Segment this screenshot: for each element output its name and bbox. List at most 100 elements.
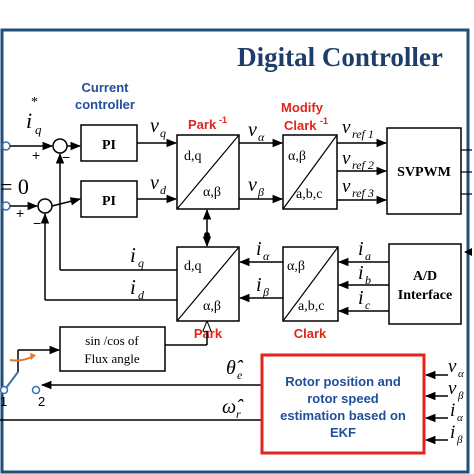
theta-estimate-signal: θ̂ e [226,357,244,382]
id-feedback-signal: i d [130,275,145,302]
svg-text:d: d [160,183,167,197]
svg-text:ω̂: ω̂ [222,396,244,418]
svpwm-block [386,127,462,215]
svg-text:β: β [457,390,464,402]
ad-label-2: Interface [398,288,452,303]
ib-signal: i b [358,262,371,287]
summing-junction-d [37,198,53,214]
svg-text:α: α [258,130,265,144]
pi-d-label: PI [102,194,116,209]
svg-text:i: i [130,275,136,299]
svg-text:q: q [160,126,166,140]
svg-text:q: q [138,256,144,270]
svg-text:β: β [456,434,463,446]
svg-text:v: v [342,117,351,138]
clark-ab: α,β [287,259,305,274]
clark-inv-ab: α,β [288,149,306,164]
ic-signal: i c [358,287,371,312]
switch-label-2: 2 [38,394,45,409]
svg-text:i: i [450,422,455,443]
sincos-label-1: sin /cos of [85,333,139,348]
svg-text:v: v [248,174,257,196]
svg-text:q: q [35,122,42,137]
iq-ref-signal: i * q [26,95,42,137]
ekf-vbeta-input: v β [448,378,464,402]
modify-label: Modify [281,100,324,115]
park-inverse-label: Park [188,117,217,132]
ad-label-1: A/D [413,269,437,284]
ekf-ialpha-input: i α [450,400,463,424]
ekf-ibeta-input: i β [450,422,463,446]
svg-text:i: i [26,108,32,133]
svg-text:v: v [150,115,159,137]
svg-text:b: b [365,273,371,287]
vd-signal: v d [150,172,167,197]
svg-text:α: α [263,249,270,263]
sincos-label-2: Flux angle [84,351,139,366]
svg-text:c: c [365,298,371,312]
ekf-label-3: estimation based on [280,408,406,423]
sincos-block [59,326,166,372]
svg-text:i: i [256,238,262,260]
ibeta-signal: i β [256,274,269,299]
vq-signal: v q [150,115,166,140]
plus-sign-q: + [32,147,40,163]
svpwm-label: SVPWM [397,165,451,180]
iq-feedback-signal: i q [130,243,144,270]
svg-text:a: a [365,249,371,263]
svg-text:i: i [358,262,364,284]
svg-text:i: i [256,274,262,296]
svg-text:i: i [358,287,364,309]
svg-text:r: r [236,407,241,421]
ialpha-signal: i α [256,238,270,263]
valpha-signal: v α [248,119,265,144]
svg-text:v: v [448,378,457,399]
pi-controller-d [80,180,138,218]
svg-text:ref 1: ref 1 [352,127,374,141]
vbeta-signal: v β [248,174,264,199]
switch-terminal-1 [0,385,9,395]
ekf-label-2: rotor speed [307,391,379,406]
svg-text:β: β [262,285,269,299]
switch-terminal-2 [31,385,41,395]
switch-label-1: 1 [0,394,7,409]
clark-inverse-sup: -1 [320,116,328,126]
svg-text:i: i [450,400,455,421]
minus-sign-q: − [62,149,70,165]
svg-text:v: v [342,176,351,197]
svg-text:i: i [358,238,364,260]
svg-text:β: β [257,185,264,199]
svg-text:v: v [248,119,257,141]
svg-text:d: d [138,288,145,302]
svg-text:ref 3: ref 3 [352,186,374,200]
clark-inverse-label: Clark [284,118,317,133]
svg-text:e: e [237,368,243,382]
svg-text:v: v [448,356,457,377]
omega-estimate-signal: ω̂ r [222,396,244,421]
svg-text:v: v [150,172,159,194]
park-inv-ab: α,β [203,185,221,200]
clark-abc: a,b,c [298,299,324,314]
minus-sign-d: − [33,215,41,231]
vref1-signal: v ref 1 [342,117,374,141]
ekf-block [260,353,426,455]
park-inverse-sup: -1 [219,115,227,125]
svg-text:v: v [342,148,351,169]
svg-text:ref 2: ref 2 [352,158,374,172]
clark-label: Clark [294,326,327,341]
current-controller-label-1: Current [82,80,130,95]
park-dq: d,q [184,259,202,274]
ekf-label-4: EKF [330,425,356,440]
clark-inv-abc: a,b,c [296,187,322,202]
park-ab: α,β [203,299,221,314]
vref2-signal: v ref 2 [342,148,374,172]
ad-interface-block [388,243,462,325]
id-ref-signal: = 0 [0,174,29,199]
park-label: Park [194,326,223,341]
park-inv-dq: d,q [184,149,202,164]
current-controller-label-2: controller [75,97,135,112]
ekf-label-1: Rotor position and [285,374,401,389]
vref3-signal: v ref 3 [342,176,374,200]
pi-q-label: PI [102,138,116,153]
